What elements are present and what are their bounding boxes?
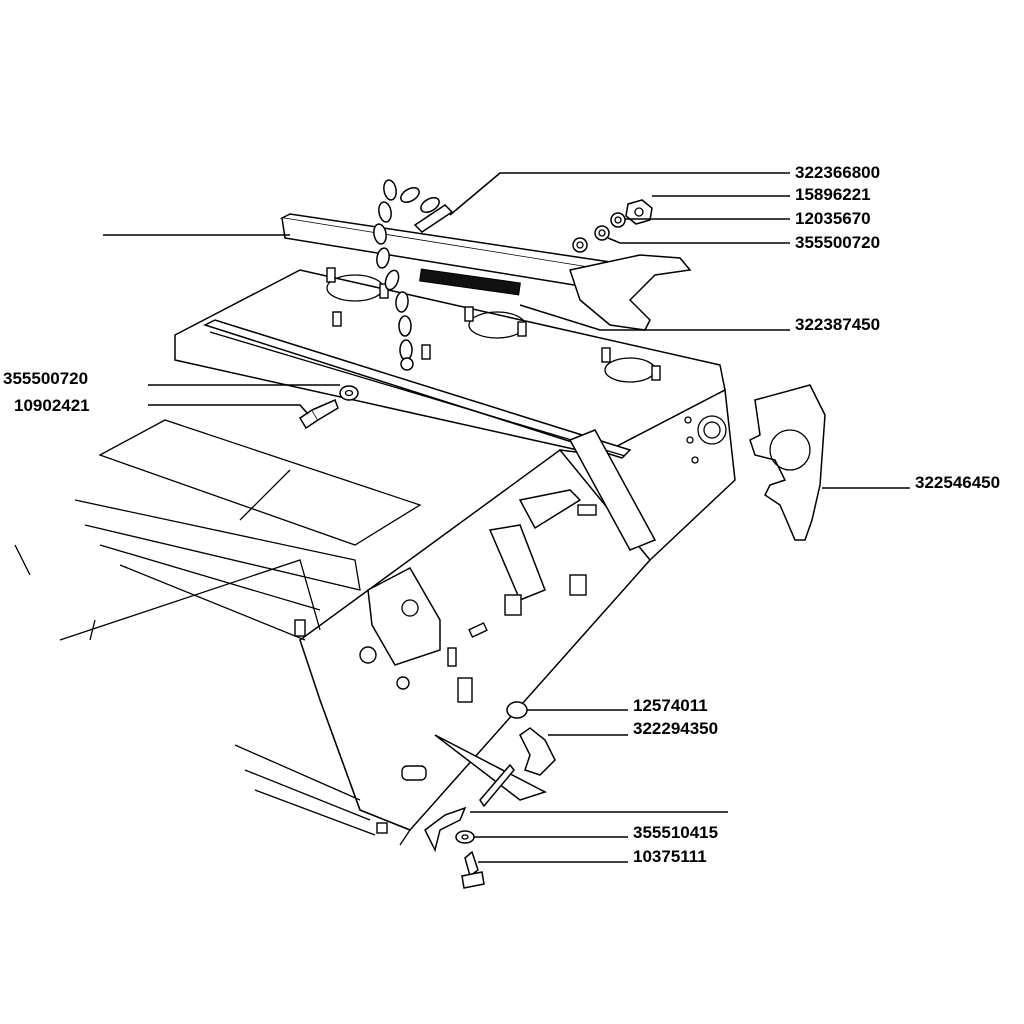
bolt-left: [298, 385, 359, 430]
callout-12574011: 12574011: [633, 696, 708, 715]
callout-322387450: 322387450: [795, 315, 880, 334]
callout-355500720-left: 355500720: [3, 369, 88, 388]
callout-10902421: 10902421: [14, 396, 90, 415]
callout-322366800: 322366800: [795, 163, 880, 182]
cover-plate: [749, 384, 826, 541]
callout-15896221: 15896221: [795, 185, 871, 204]
machine-housing: [14, 269, 736, 846]
wrench-bar: [279, 213, 692, 331]
top-plate-openings: [326, 267, 661, 383]
chain: [373, 179, 454, 371]
callout-10375111: 10375111: [633, 847, 707, 866]
nut-and-washers: [572, 199, 653, 253]
callout-322294350: 322294350: [633, 719, 718, 738]
callout-12035670: 12035670: [795, 209, 871, 228]
leader-lines: [103, 172, 910, 863]
callout-355510415: 355510415: [633, 823, 718, 842]
lower-parts: [424, 701, 556, 889]
callout-labels: 322366800 15896221 12035670 355500720 32…: [3, 163, 1000, 866]
callout-355500720-top: 355500720: [795, 233, 880, 252]
callout-322546450: 322546450: [915, 473, 1000, 492]
decal-plate: [419, 268, 521, 296]
front-face-details: [294, 429, 657, 834]
